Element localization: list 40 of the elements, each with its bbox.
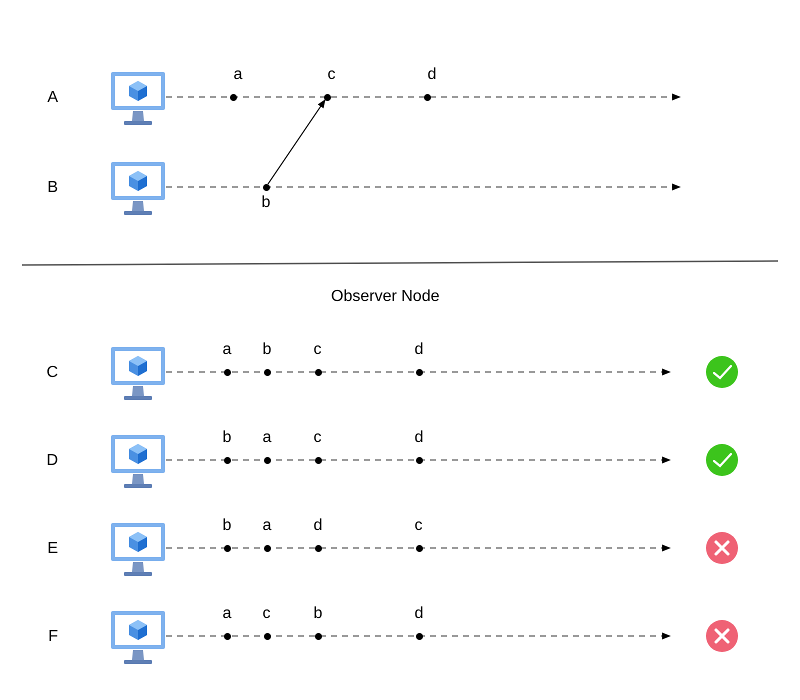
row-label: A <box>47 89 58 107</box>
event-label: a <box>222 340 232 358</box>
event-label: c <box>414 516 422 534</box>
timeline-arrow <box>166 456 671 464</box>
event-label: d <box>428 66 436 84</box>
event-label: b <box>222 428 232 446</box>
monitor-icon <box>110 161 166 217</box>
monitor-icon <box>110 610 166 666</box>
event-label: d <box>414 428 424 446</box>
event-label: b <box>222 516 232 534</box>
timeline-arrow <box>166 632 671 640</box>
timeline-arrow <box>166 544 671 552</box>
event-label: c <box>314 340 322 358</box>
event-label: b <box>262 194 270 212</box>
monitor-icon <box>110 346 166 402</box>
row-label: F <box>48 628 58 646</box>
monitor-icon <box>110 71 166 127</box>
row-label: D <box>46 452 58 470</box>
event-label: c <box>314 428 322 446</box>
event-label: b <box>314 604 322 622</box>
row-label: B <box>47 179 58 197</box>
section-heading: Observer Node <box>331 288 440 306</box>
row-label: E <box>47 540 58 558</box>
monitor-icon <box>110 434 166 490</box>
event-label: b <box>262 340 272 358</box>
event-label: d <box>314 516 322 534</box>
event-label: a <box>222 604 232 622</box>
monitor-icon <box>110 522 166 578</box>
timeline-arrow <box>166 93 681 101</box>
event-label: a <box>262 428 272 446</box>
timeline-arrow <box>166 183 681 191</box>
event-label: c <box>262 604 270 622</box>
event-label: d <box>414 340 424 358</box>
event-label: a <box>262 516 272 534</box>
event-label: c <box>328 66 336 84</box>
timeline-arrow <box>166 368 671 376</box>
message-arrow <box>268 99 326 184</box>
event-label: a <box>234 66 242 84</box>
row-label: C <box>46 364 58 382</box>
event-label: d <box>414 604 424 622</box>
